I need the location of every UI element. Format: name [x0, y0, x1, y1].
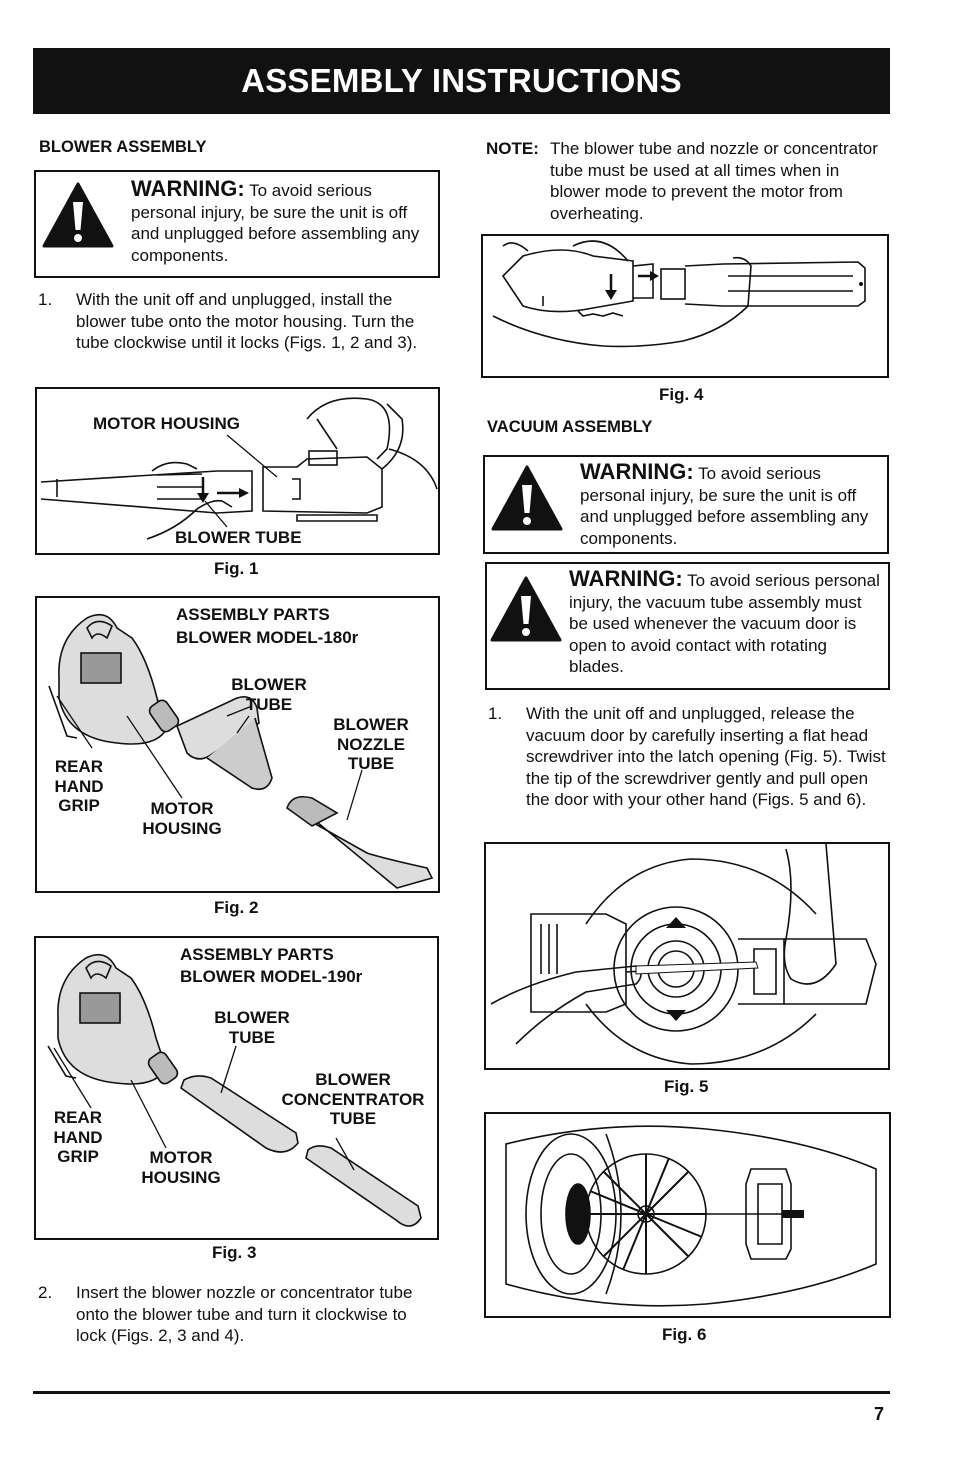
warning-text-first: To avoid serious	[687, 571, 810, 590]
fig4-illustration	[481, 234, 889, 378]
step-number: 1.	[38, 290, 53, 309]
footer-rule	[33, 1391, 890, 1394]
vacuum-door-release-drawing	[490, 844, 877, 1065]
vacuum-warning-box-2: WARNING: To avoid serious personal injur…	[485, 562, 890, 690]
vacuum-assembly-heading: VACUUM ASSEMBLY	[487, 418, 653, 436]
fig3-illustration: ASSEMBLY PARTS BLOWER MODEL-190r BLOWER …	[34, 936, 439, 1240]
fig3-rear-grip-label: REAR HAND GRIP	[53, 1108, 103, 1166]
blower-190r-parts-drawing	[47, 953, 422, 1227]
page-title: ASSEMBLY INSTRUCTIONS	[33, 48, 890, 114]
note-text: The blower tube and nozzle or concentrat…	[550, 139, 878, 223]
blower-step-1: 1. With the unit off and unplugged, inst…	[38, 289, 438, 379]
step-number: 1.	[488, 704, 503, 723]
warning-label: WARNING:	[131, 176, 245, 201]
fig2-motor-housing-label: MOTOR HOUSING	[142, 799, 222, 838]
fig3-motor-housing-label: MOTOR HOUSING	[141, 1148, 221, 1187]
fig2-caption: Fig. 2	[214, 898, 259, 917]
step-text: Insert the blower nozzle or concentrator…	[76, 1283, 413, 1345]
fig1-illustration: MOTOR HOUSING BLOWER TUBE	[35, 387, 440, 555]
blower-assembly-heading: BLOWER ASSEMBLY	[39, 138, 207, 156]
fig5-illustration	[484, 842, 890, 1070]
blower-step-2: 2. Insert the blower nozzle or concentra…	[38, 1282, 438, 1352]
fig3-caption: Fig. 3	[212, 1243, 257, 1262]
step-number: 2.	[38, 1283, 53, 1302]
warning-text: personal injury, the vacuum tube assembl…	[569, 571, 880, 676]
warning-triangle-icon	[491, 465, 563, 531]
fig2-illustration: ASSEMBLY PARTS BLOWER MODEL-180r BLOWER …	[35, 596, 440, 893]
warning-text: personal injury, be sure the unit is off…	[131, 202, 420, 265]
fig3-title-line2: BLOWER MODEL-190r	[180, 967, 363, 986]
page-number: 7	[874, 1404, 885, 1424]
fig6-illustration	[484, 1112, 891, 1318]
nozzle-install-drawing	[492, 240, 866, 348]
fig2-blower-tube-label: BLOWER TUBE	[231, 675, 307, 714]
blower-180r-parts-drawing	[48, 613, 434, 889]
fig6-caption: Fig. 6	[662, 1325, 707, 1344]
warning-label: WARNING:	[569, 566, 683, 591]
warning-text: personal injury, be sure the unit is off…	[580, 485, 869, 548]
step-text: With the unit off and unplugged, install…	[76, 290, 418, 352]
step-text: With the unit off and unplugged, release…	[526, 704, 886, 809]
blower-tube-install-drawing	[40, 397, 438, 540]
vacuum-step-1: 1. With the unit off and unplugged, rele…	[488, 703, 888, 835]
vacuum-door-open-drawing	[505, 1125, 877, 1307]
vacuum-warning-box-1: WARNING: To avoid serious personal injur…	[483, 455, 889, 554]
warning-triangle-icon	[42, 182, 114, 248]
warning-label: WARNING:	[580, 459, 694, 484]
note-block: NOTE: The blower tube and nozzle or conc…	[486, 138, 886, 228]
fig1-motor-housing-label: MOTOR HOUSING	[93, 414, 241, 433]
fig3-concentrator-label: BLOWER CONCENTRATOR TUBE	[281, 1070, 425, 1128]
fig2-title-line2: BLOWER MODEL-180r	[176, 628, 359, 647]
fig1-blower-tube-label: BLOWER TUBE	[175, 528, 302, 547]
blower-warning-box: WARNING: To avoid serious personal injur…	[34, 170, 440, 278]
fig5-caption: Fig. 5	[664, 1077, 709, 1096]
fig2-rear-grip-label: REAR HAND GRIP	[54, 757, 104, 815]
fig3-blower-tube-label: BLOWER TUBE	[214, 1008, 290, 1047]
warning-text-first: To avoid serious	[698, 464, 821, 483]
fig2-title-line1: ASSEMBLY PARTS	[176, 605, 330, 624]
fig1-caption: Fig. 1	[214, 559, 259, 578]
fig2-nozzle-label: BLOWER NOZZLE TUBE	[333, 715, 409, 773]
warning-triangle-icon	[490, 576, 562, 642]
fig4-caption: Fig. 4	[659, 385, 704, 404]
note-label: NOTE:	[486, 139, 539, 158]
fig3-title-line1: ASSEMBLY PARTS	[180, 945, 334, 964]
warning-text-first: To avoid serious	[249, 181, 372, 200]
